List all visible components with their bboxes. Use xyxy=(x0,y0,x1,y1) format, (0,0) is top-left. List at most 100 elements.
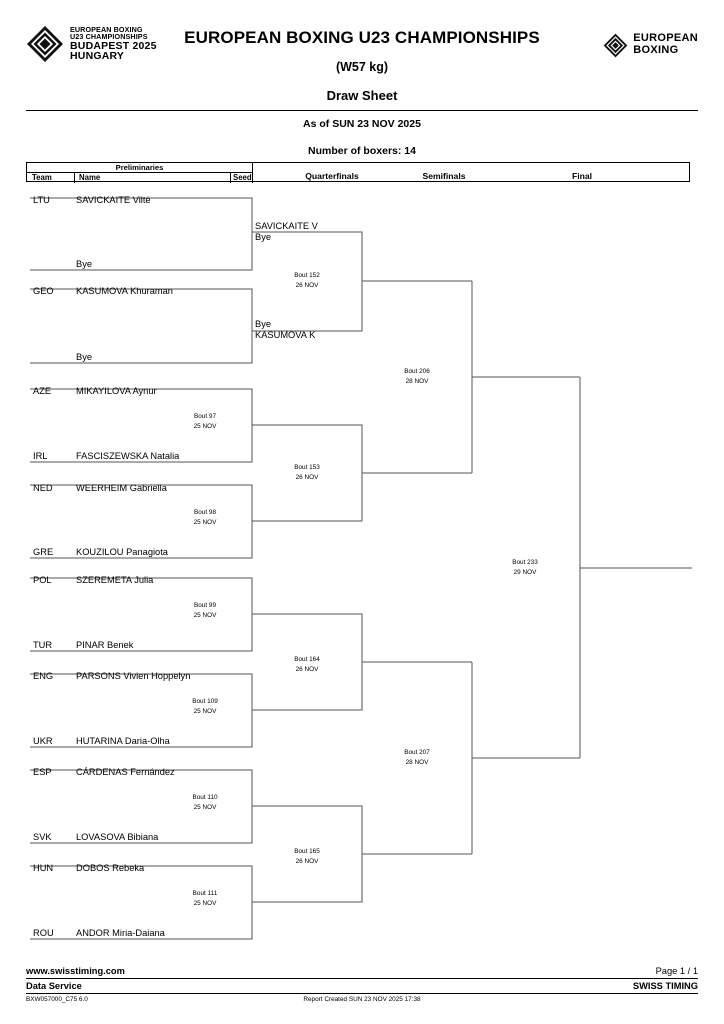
prelim-team-4: NED xyxy=(33,483,53,493)
prelim-bout-0: Bout 97 25 NOV xyxy=(150,412,260,432)
footer-document-code: BXW057000_C75 6.0 xyxy=(26,996,88,1003)
quarterfinal-bout-3-date: 26 NOV xyxy=(295,857,319,865)
as-of-date: As of SUN 23 NOV 2025 xyxy=(303,118,421,130)
prelim-name-4: WEERHEIM Gabriella xyxy=(76,483,167,493)
footer-page-number: Page 1 / 1 xyxy=(655,966,698,976)
prelim-team-0: LTU xyxy=(33,195,50,205)
prelim-team-3: IRL xyxy=(33,451,48,461)
quarterfinal-bout-3: Bout 165 26 NOV xyxy=(252,847,362,867)
event-logo-budapest-2025: EUROPEAN BOXING U23 CHAMPIONSHIPS BUDAPE… xyxy=(26,22,176,66)
prelim-name-5: KOUZILOU Panagiota xyxy=(76,547,168,557)
prelim-bout-3: Bout 109 25 NOV xyxy=(150,697,260,717)
logo-line-4: HUNGARY xyxy=(70,50,125,63)
prelim-opponent-1: Bye xyxy=(76,352,93,362)
prelim-bout-4: Bout 110 25 NOV xyxy=(150,793,260,813)
prelim-name-13: ANDOR Miria-Daiana xyxy=(76,928,165,938)
qf-advanced-top-a: SAVICKAITE V xyxy=(255,221,318,231)
quarterfinal-bout-0-number: Bout 152 xyxy=(294,272,320,279)
prelim-bout-2-number: Bout 99 xyxy=(193,602,217,609)
column-header-team: Team xyxy=(27,172,75,183)
quarterfinal-bout-3-number: Bout 165 xyxy=(294,848,320,855)
eb-logo-line-2: BOXING xyxy=(633,44,679,56)
header-divider xyxy=(26,110,698,111)
prelim-bout-3-date: 25 NOV xyxy=(193,707,217,715)
prelim-name-2: MIKAYILOVA Aynur xyxy=(76,386,157,396)
quarterfinal-bout-2: Bout 164 26 NOV xyxy=(252,655,362,675)
footer-brand: SWISS TIMING xyxy=(632,981,698,991)
prelim-name-7: PINAR Benek xyxy=(76,640,134,650)
footer-website[interactable]: www.swisstiming.com xyxy=(26,966,125,976)
final-bout-number: Bout 233 xyxy=(512,559,538,566)
prelim-bout-1-date: 25 NOV xyxy=(193,518,217,526)
footer-divider-1 xyxy=(26,978,698,979)
semifinal-bout-0-number: Bout 206 xyxy=(404,368,430,375)
logo-line-3: BUDAPEST 2025 xyxy=(70,39,157,52)
footer-data-service: Data Service xyxy=(26,981,82,991)
semifinal-bout-0: Bout 206 28 NOV xyxy=(362,367,472,387)
prelim-name-8: PARSONS Vivien Hoppelyn xyxy=(76,671,191,681)
prelim-name-10: CÁRDENAS Fernández xyxy=(76,767,175,777)
prelim-team-1: GEO xyxy=(33,286,54,296)
quarterfinal-bout-1: Bout 153 26 NOV xyxy=(252,463,362,483)
prelim-team-10: ESP xyxy=(33,767,52,777)
column-header-semifinals: Semifinals xyxy=(422,171,466,181)
quarterfinal-bout-1-date: 26 NOV xyxy=(295,473,319,481)
prelim-team-6: POL xyxy=(33,575,52,585)
prelim-team-7: TUR xyxy=(33,640,53,650)
prelim-bout-2: Bout 99 25 NOV xyxy=(150,601,260,621)
boxing-diamond-logo-icon xyxy=(27,26,63,62)
prelim-name-11: LOVASOVA Bibiana xyxy=(76,832,159,842)
prelim-team-5: GRE xyxy=(33,547,54,557)
qf-advanced-bot-a: Bye xyxy=(255,319,272,329)
prelim-bout-4-date: 25 NOV xyxy=(193,803,217,811)
prelim-bout-5: Bout 111 25 NOV xyxy=(150,889,260,909)
quarterfinal-bout-1-number: Bout 153 xyxy=(294,464,320,471)
quarterfinal-bout-0: Bout 152 26 NOV xyxy=(252,271,362,291)
column-header-seed: Seed xyxy=(233,172,253,183)
semifinal-bout-0-date: 28 NOV xyxy=(405,377,429,385)
prelim-bout-5-date: 25 NOV xyxy=(193,899,217,907)
prelim-bout-1-number: Bout 98 xyxy=(193,509,217,516)
prelim-bout-0-number: Bout 97 xyxy=(193,413,217,420)
prelim-name-3: FASCISZEWSKA Natalia xyxy=(76,451,180,461)
semifinal-bout-1: Bout 207 28 NOV xyxy=(362,748,472,768)
prelim-team-2: AZE xyxy=(33,386,52,396)
prelim-bout-4-number: Bout 110 xyxy=(192,794,218,801)
prelim-name-6: SZEREMETA Julia xyxy=(76,575,154,585)
final-bout-date: 29 NOV xyxy=(513,568,537,576)
semifinal-bout-1-number: Bout 207 xyxy=(404,749,430,756)
logo-line-2: U23 CHAMPIONSHIPS xyxy=(70,32,148,42)
qf-advanced-top-b: Bye xyxy=(255,232,272,242)
prelim-team-13: ROU xyxy=(33,928,54,938)
qf-advanced-bot-b: KASUMOVA K xyxy=(255,330,316,340)
quarterfinal-bout-2-date: 26 NOV xyxy=(295,665,319,673)
column-header-preliminaries: Preliminaries xyxy=(27,163,253,173)
event-title: EUROPEAN BOXING U23 CHAMPIONSHIPS xyxy=(184,28,540,47)
quarterfinal-bout-0-date: 26 NOV xyxy=(295,281,319,289)
footer-report-created: Report Created SUN 23 NOV 2025 17:38 xyxy=(303,996,421,1003)
prelim-bout-5-number: Bout 111 xyxy=(192,890,218,897)
column-header-quarterfinals: Quarterfinals xyxy=(305,171,359,181)
final-bout: Bout 233 29 NOV xyxy=(470,558,580,578)
prelim-name-0: SAVICKAITE Viltė xyxy=(76,195,151,205)
page-title: Draw Sheet xyxy=(326,88,398,103)
prelim-bout-1: Bout 98 25 NOV xyxy=(150,508,260,528)
eb-logo-line-1: EUROPEAN xyxy=(633,32,698,45)
prelim-team-8: ENG xyxy=(33,671,54,681)
semifinal-bout-1-date: 28 NOV xyxy=(405,758,429,766)
prelim-team-9: UKR xyxy=(33,736,53,746)
prelim-bout-2-date: 25 NOV xyxy=(193,611,217,619)
european-boxing-diamond-icon xyxy=(603,33,628,57)
boxer-count: Number of boxers: 14 xyxy=(308,145,416,157)
prelim-name-9: HUTARINA Daria-Olha xyxy=(76,736,170,746)
prelim-name-12: DOBOS Rebeka xyxy=(76,863,145,873)
prelim-opponent-0: Bye xyxy=(76,259,93,269)
european-boxing-logo: EUROPEAN BOXING xyxy=(578,30,698,60)
quarterfinal-bout-2-number: Bout 164 xyxy=(294,656,320,663)
column-header-name: Name xyxy=(75,172,231,183)
prelim-name-1: KASUMOVA Khuraman xyxy=(76,286,173,296)
footer-divider-2 xyxy=(26,993,698,994)
column-header-table: Preliminaries Team Name Seed Quarterfina… xyxy=(26,162,690,183)
column-header-final: Final xyxy=(571,171,593,181)
